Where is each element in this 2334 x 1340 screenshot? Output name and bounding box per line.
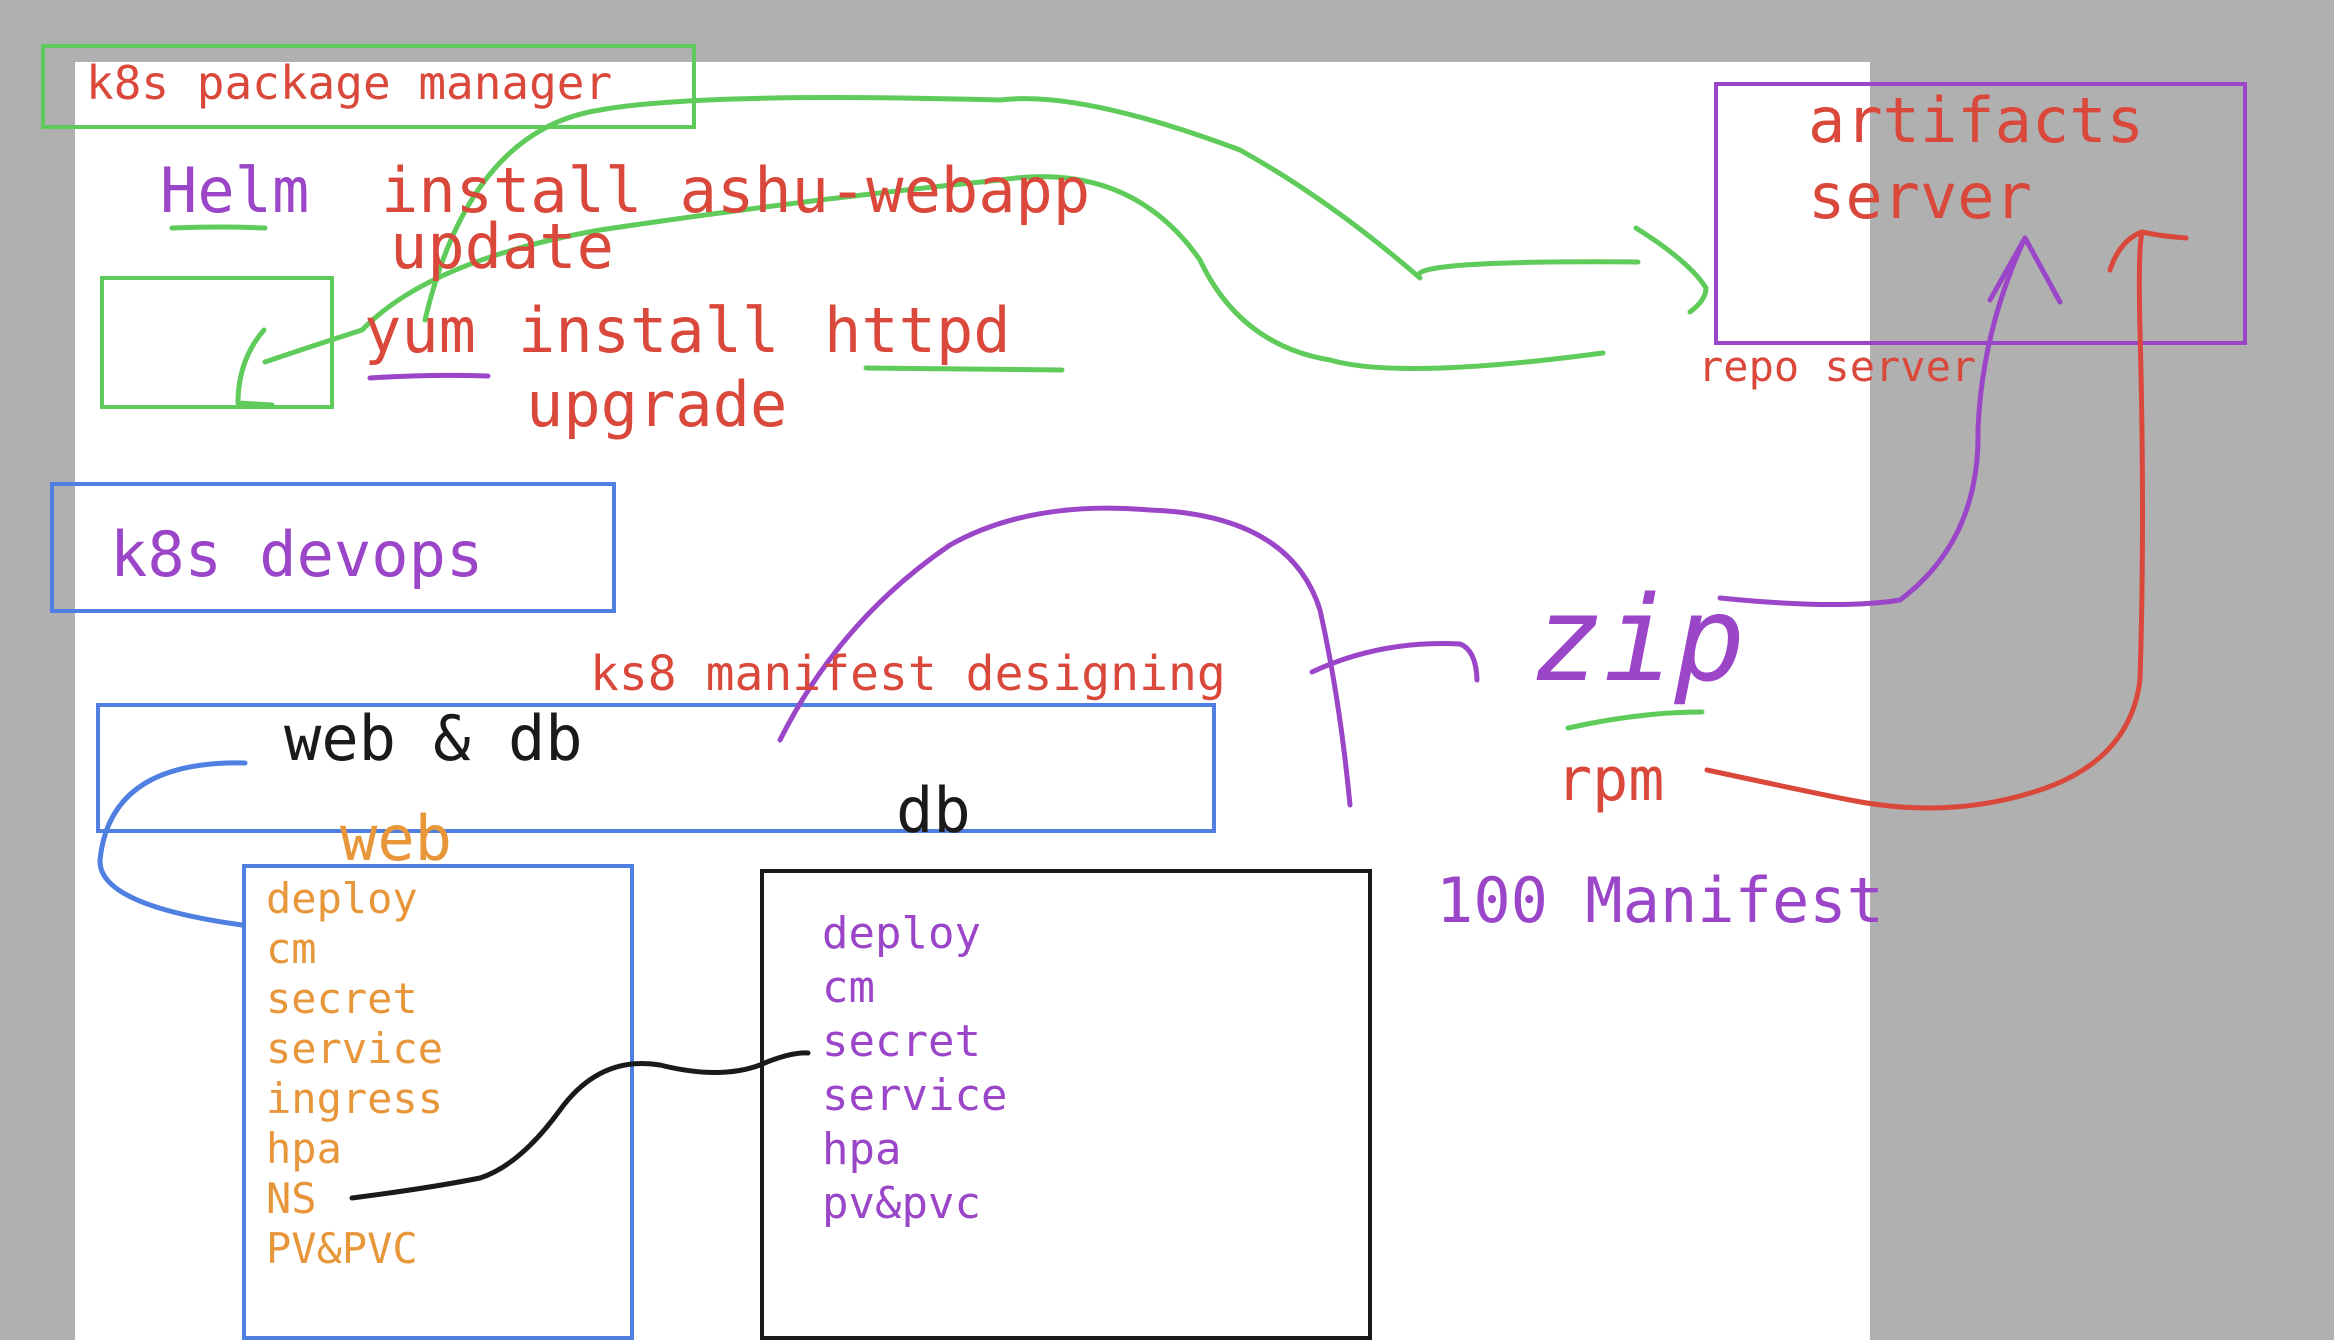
web-manifest-box bbox=[242, 864, 634, 1340]
helm-chart-box bbox=[100, 276, 334, 409]
db-label: db bbox=[896, 774, 971, 847]
yum-subcommand: upgrade bbox=[526, 368, 788, 441]
artifacts-title-line1: artifacts bbox=[1808, 84, 2144, 157]
helm-underline bbox=[169, 224, 268, 231]
app-label: web & db bbox=[284, 702, 583, 775]
httpd-underline bbox=[863, 365, 1065, 373]
zip-underline bbox=[1565, 709, 1705, 731]
whiteboard-page bbox=[75, 62, 1870, 1340]
package-manager-title: k8s package manager bbox=[86, 56, 613, 110]
db-item-service: service bbox=[822, 1070, 1008, 1121]
yum-command: install bbox=[518, 294, 780, 367]
zip-arrow-head bbox=[1987, 235, 2063, 305]
db-item-hpa: hpa bbox=[822, 1124, 902, 1175]
web-bracket bbox=[97, 760, 248, 928]
db-item-cm: cm bbox=[822, 962, 875, 1013]
helm-label: Helm bbox=[160, 154, 310, 227]
db-item-secret: secret bbox=[822, 1016, 981, 1067]
yum-label: yum bbox=[364, 294, 476, 367]
db-to-zip-arrow bbox=[777, 505, 1353, 808]
db-item-deploy: deploy bbox=[822, 908, 981, 959]
devops-title: k8s devops bbox=[110, 518, 484, 591]
zip-label: zip bbox=[1532, 570, 1746, 708]
web-item-pv-pvc: PV&PVC bbox=[266, 1224, 418, 1273]
web-item-ns: NS bbox=[266, 1174, 317, 1223]
yum-package: httpd bbox=[824, 294, 1011, 367]
package-manager-box bbox=[41, 44, 696, 129]
web-item-ingress: ingress bbox=[266, 1074, 444, 1123]
repo-to-helm-arrow-lower bbox=[262, 174, 1606, 372]
zip-to-repo-arrow bbox=[1717, 235, 2028, 608]
web-item-secret: secret bbox=[266, 974, 418, 1023]
manifest-heading: ks8 manifest designing bbox=[590, 646, 1226, 702]
rpm-arrow-head bbox=[2107, 229, 2189, 273]
ns-to-secret-link bbox=[349, 1050, 811, 1201]
helm-command: install ashu-webapp bbox=[381, 154, 1091, 227]
rpm-label: rpm bbox=[1556, 745, 1665, 815]
db-item-pv-pvc: pv&pvc bbox=[822, 1178, 981, 1229]
yum-underline bbox=[367, 372, 491, 381]
rpm-to-repo-arrow bbox=[1704, 229, 2145, 811]
web-label: web bbox=[340, 802, 452, 875]
db-manifest-box bbox=[760, 869, 1372, 1340]
helm-arrow-head bbox=[235, 327, 275, 408]
to-zip-arrow bbox=[1309, 641, 1480, 683]
app-box bbox=[96, 703, 1216, 833]
artifacts-title-line2: server bbox=[1808, 160, 2032, 233]
web-item-service: service bbox=[266, 1024, 444, 1073]
web-item-cm: cm bbox=[266, 924, 317, 973]
devops-box bbox=[50, 482, 616, 613]
artifacts-server-box bbox=[1714, 82, 2247, 345]
helm-subcommand: update bbox=[390, 210, 614, 283]
web-item-hpa: hpa bbox=[266, 1124, 342, 1173]
repo-server-caption: repo server bbox=[1698, 342, 1977, 391]
repo-arrow-head bbox=[1633, 225, 1709, 315]
repo-to-helm-arrow-upper bbox=[422, 95, 1641, 323]
web-item-deploy: deploy bbox=[266, 874, 418, 923]
manifest-count-note: 100 Manifest bbox=[1436, 864, 1884, 937]
